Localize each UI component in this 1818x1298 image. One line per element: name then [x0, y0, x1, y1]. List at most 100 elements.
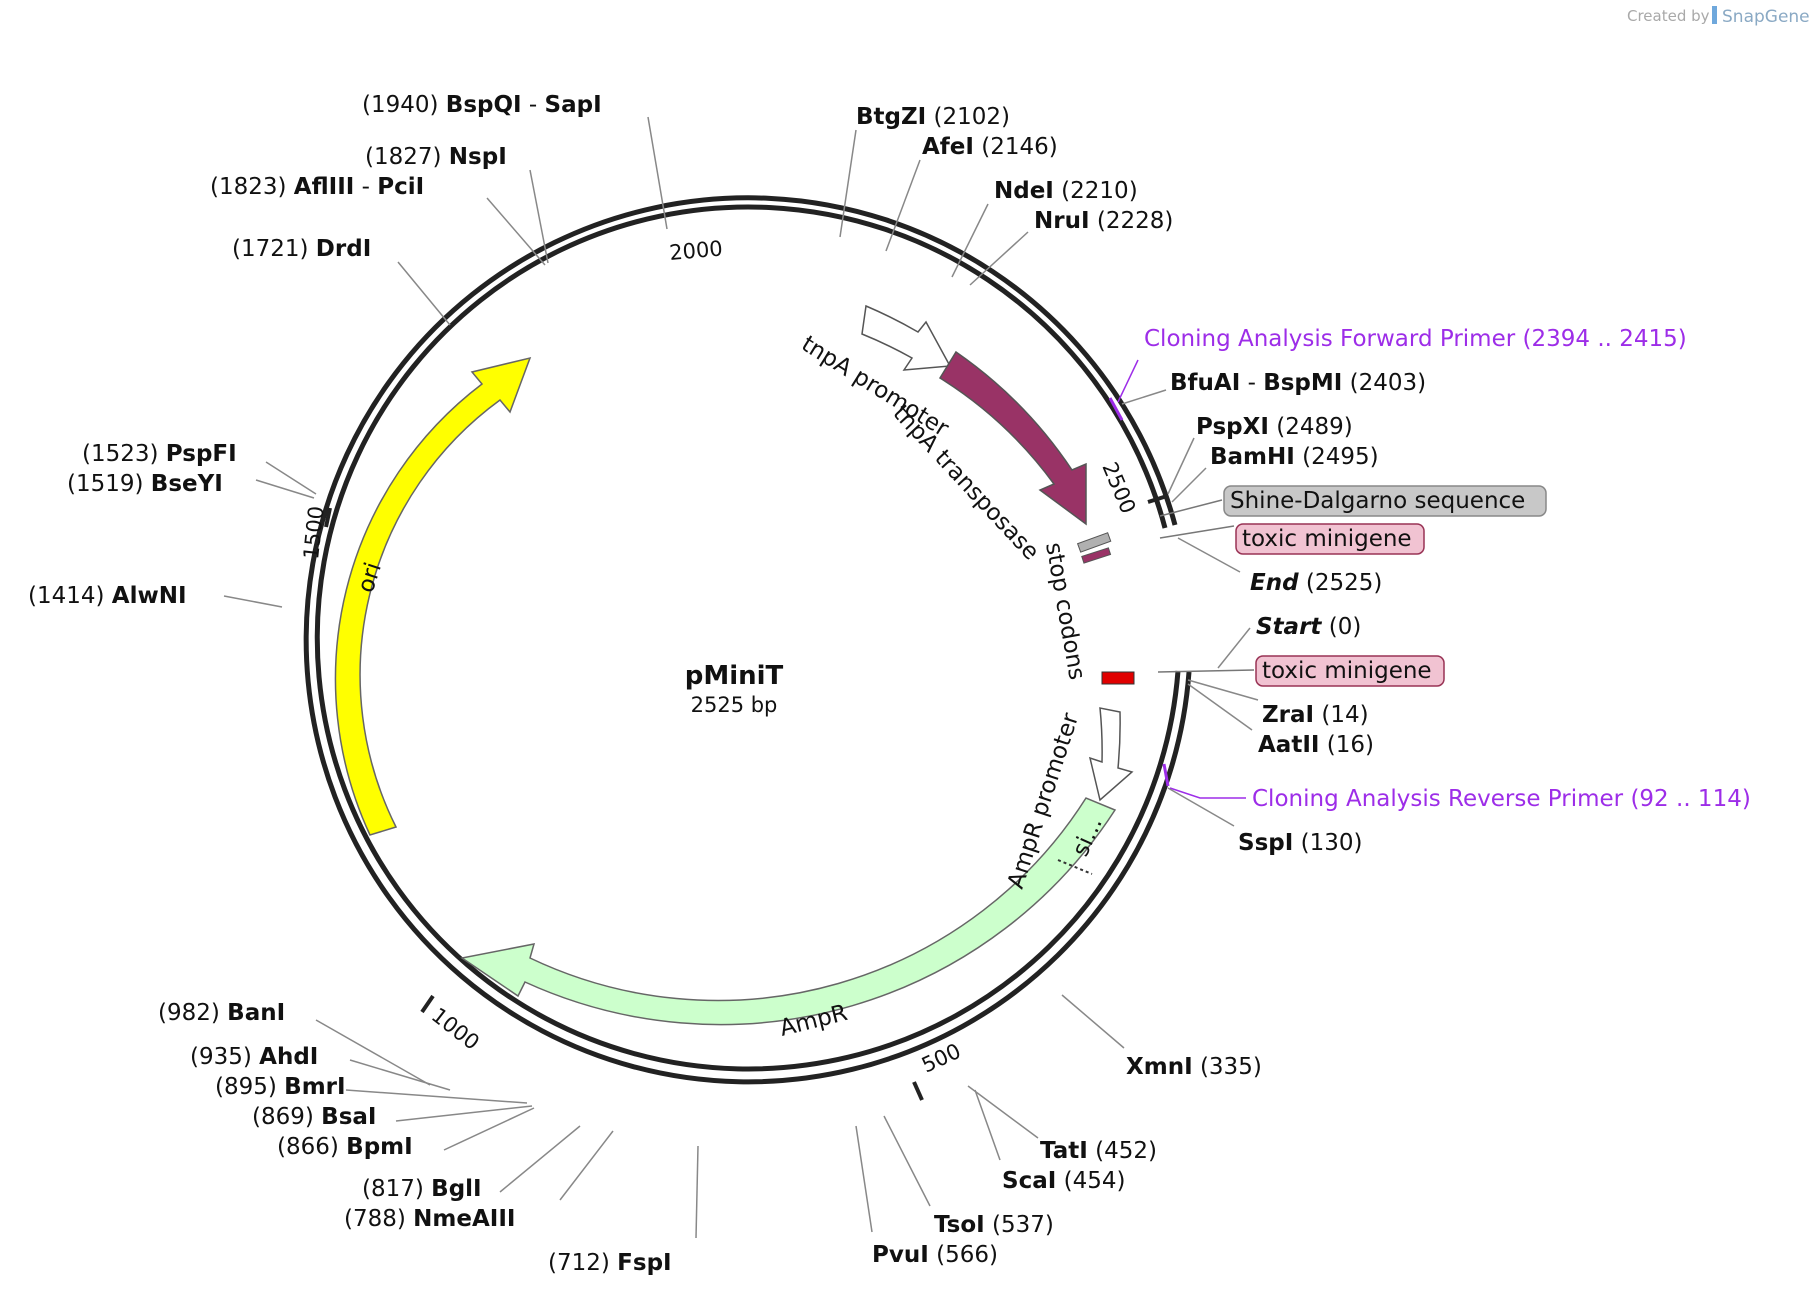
tick-label: 2500 — [1097, 459, 1140, 518]
site-leader — [1167, 437, 1195, 495]
feature-tnpa-transposase[interactable] — [938, 350, 1087, 526]
restriction-site[interactable]: (1523) PspFI — [82, 441, 237, 467]
site-leader — [443, 1107, 535, 1151]
restriction-site[interactable]: (1414) AlwNI — [28, 583, 187, 609]
restriction-site[interactable]: TatI (452) — [1040, 1138, 1157, 1164]
primer-name: Cloning Analysis Reverse Primer — [1252, 786, 1624, 812]
primer-label[interactable]: Cloning Analysis Forward Primer (2394 ..… — [1144, 326, 1687, 352]
restriction-site[interactable]: (788) NmeAIII — [344, 1206, 515, 1232]
feature-box[interactable]: toxic minigene — [1255, 655, 1445, 687]
restriction-site[interactable]: ZraI (14) — [1262, 702, 1369, 728]
credit-text: Created by — [1627, 7, 1710, 25]
site-name: BsaI — [321, 1104, 376, 1130]
site-leader — [647, 116, 668, 230]
site-name: BfuAI — [1170, 370, 1240, 396]
site-leader — [1167, 787, 1235, 827]
restriction-site[interactable]: PspXI (2489) — [1196, 414, 1353, 440]
site-position: (2210) — [1054, 178, 1138, 204]
site-leader — [499, 1125, 581, 1193]
site-position: (2403) — [1342, 370, 1426, 396]
restriction-site[interactable]: PvuI (566) — [872, 1242, 998, 1268]
restriction-site[interactable]: (982) BanI — [158, 1000, 285, 1026]
feature-ampr[interactable] — [460, 797, 1117, 1026]
restriction-site[interactable]: (1827) NspI — [365, 144, 507, 170]
restriction-site[interactable]: (935) AhdI — [190, 1044, 318, 1070]
site-leader — [1121, 389, 1167, 405]
primer-label[interactable]: Cloning Analysis Reverse Primer (92 .. 1… — [1252, 786, 1751, 812]
restriction-site[interactable]: (817) BglI — [362, 1176, 482, 1202]
restriction-site[interactable]: BamHI (2495) — [1210, 444, 1379, 470]
restriction-site[interactable]: (866) BpmI — [277, 1134, 413, 1160]
restriction-site[interactable]: TsoI (537) — [934, 1212, 1054, 1238]
restriction-site[interactable]: BfuAI - BspMI (2403) — [1170, 370, 1426, 396]
site-name: NspI — [449, 144, 507, 170]
site-leader — [855, 1125, 873, 1233]
site-leader — [1177, 537, 1241, 573]
feature-ori[interactable] — [334, 356, 532, 836]
restriction-site[interactable]: NruI (2228) — [1034, 208, 1173, 234]
site-position: (1414) — [28, 583, 112, 609]
site-position: (335) — [1193, 1054, 1262, 1080]
toxic-minigene-leader-2 — [1157, 669, 1255, 673]
restriction-site[interactable]: (712) FspI — [548, 1250, 672, 1276]
site-leader — [885, 159, 921, 252]
feature-stop-codons-mark[interactable] — [1101, 671, 1135, 685]
feature-toxic-minigene-mark-1[interactable] — [1081, 547, 1112, 564]
site-leader — [695, 1145, 699, 1239]
site-name: BmrI — [284, 1074, 345, 1100]
restriction-site[interactable]: AatII (16) — [1258, 732, 1374, 758]
site-position: (712) — [548, 1250, 617, 1276]
site-leader — [1187, 683, 1253, 731]
site-position: (895) — [215, 1074, 284, 1100]
restriction-site[interactable]: (895) BmrI — [215, 1074, 346, 1100]
site-name: AhdI — [259, 1044, 318, 1070]
site-position: (1827) — [365, 144, 449, 170]
forward-primer-mark[interactable] — [1108, 397, 1124, 421]
site-leader — [883, 1115, 931, 1207]
site-name: NmeAIII — [413, 1206, 515, 1232]
restriction-site[interactable]: SspI (130) — [1238, 830, 1362, 856]
backbone — [303, 195, 1192, 1085]
site-name: ZraI — [1262, 702, 1314, 728]
restriction-site[interactable]: AfeI (2146) — [922, 134, 1058, 160]
restriction-site[interactable]: (1940) BspQI - SapI — [362, 92, 602, 118]
tick-mark — [420, 994, 435, 1014]
restriction-site[interactable]: NdeI (2210) — [994, 178, 1138, 204]
feature-shine-dalgarno-mark[interactable] — [1076, 532, 1112, 553]
restriction-site[interactable]: (869) BsaI — [252, 1104, 376, 1130]
feature-box[interactable]: toxic minigene — [1235, 523, 1425, 555]
site-name: AflIII — [294, 174, 355, 200]
plasmid-name: pMiniT — [685, 661, 784, 691]
site-position: (788) — [344, 1206, 413, 1232]
feature-stop-codons-label: stop codons — [1040, 541, 1090, 682]
feature-ampr-promoter[interactable] — [1088, 707, 1134, 802]
restriction-site[interactable]: XmnI (335) — [1126, 1054, 1262, 1080]
feature-box-label: toxic minigene — [1242, 526, 1412, 552]
site-leader — [951, 203, 989, 278]
site-position: (935) — [190, 1044, 259, 1070]
feature-tnpa-promoter[interactable] — [861, 304, 952, 371]
site-name: DrdI — [316, 236, 371, 262]
restriction-site[interactable]: End (2525) — [1250, 570, 1382, 596]
site-name: Start — [1256, 614, 1322, 640]
site-leader — [345, 1089, 528, 1104]
site-position: (452) — [1088, 1138, 1157, 1164]
site-position: (982) — [158, 1000, 227, 1026]
site-position: (2228) — [1090, 208, 1174, 234]
site-position: (16) — [1319, 732, 1374, 758]
site-position: (537) — [985, 1212, 1054, 1238]
site-position: (1940) — [362, 92, 446, 118]
feature-box[interactable]: Shine-Dalgarno sequence — [1223, 485, 1547, 517]
restriction-site[interactable]: (1519) BseYI — [67, 471, 223, 497]
restriction-site[interactable]: ScaI (454) — [1002, 1168, 1125, 1194]
reverse-primer-mark[interactable] — [1162, 763, 1170, 787]
restriction-site[interactable]: (1823) AflIII - PciI — [210, 174, 424, 200]
restriction-site[interactable]: Start (0) — [1256, 614, 1361, 640]
site-leader — [315, 1019, 431, 1086]
site-leader — [349, 1059, 451, 1091]
restriction-site[interactable]: BtgZI (2102) — [856, 104, 1010, 130]
site-name: BanI — [227, 1000, 285, 1026]
restriction-site[interactable]: (1721) DrdI — [232, 236, 371, 262]
site-name: NdeI — [994, 178, 1054, 204]
site-leader — [967, 1085, 1039, 1139]
